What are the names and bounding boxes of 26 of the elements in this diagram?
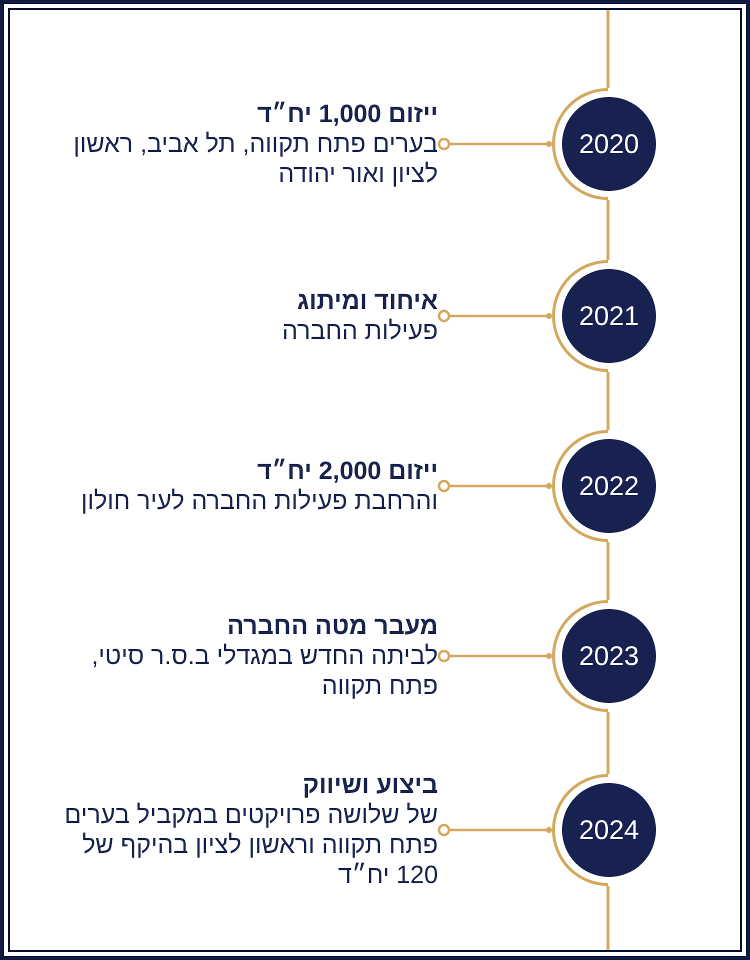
milestone-description: של שלושה פרויקטים במקביל בערים פתח תקווה וראשון לציון בהיקף של 120 יח״ד [63, 800, 438, 890]
year-label: 2023 [578, 641, 640, 671]
timeline-line [606, 372, 610, 430]
connector-line [438, 138, 552, 150]
milestone-title: ייזום 2,000 יח״ד [257, 456, 438, 486]
milestone-title: מעבר מטה החברה [227, 611, 438, 641]
milestone-title: ביצוע ושיווק [302, 770, 438, 800]
connector-line [438, 480, 552, 492]
timeline-line [606, 10, 610, 88]
connector-line [438, 650, 552, 662]
timeline-line [606, 712, 610, 774]
year-label: 2021 [578, 301, 640, 331]
connector-line [438, 310, 552, 322]
year-label: 2020 [578, 129, 640, 159]
timeline-line [606, 886, 610, 950]
milestone-description: לביתה החדש במגדלי ב.ס.ר סיטי, פתח תקווה [90, 641, 438, 701]
timeline-line [606, 200, 610, 260]
timeline-line [606, 542, 610, 600]
milestone-description: והרחבת פעילות החברה לעיר חולון [80, 486, 438, 516]
milestone-title: איחוד ומיתוג [297, 286, 438, 316]
connector-line [438, 824, 552, 836]
milestone-description: פעילות החברה [282, 316, 438, 346]
milestone-description: בערים פתח תקווה, תל אביב, ראשון לציון ואור יהודה [72, 129, 438, 189]
year-label: 2022 [578, 471, 640, 501]
year-label: 2024 [578, 815, 640, 845]
milestone-title: ייזום 1,000 יח״ד [257, 99, 438, 129]
